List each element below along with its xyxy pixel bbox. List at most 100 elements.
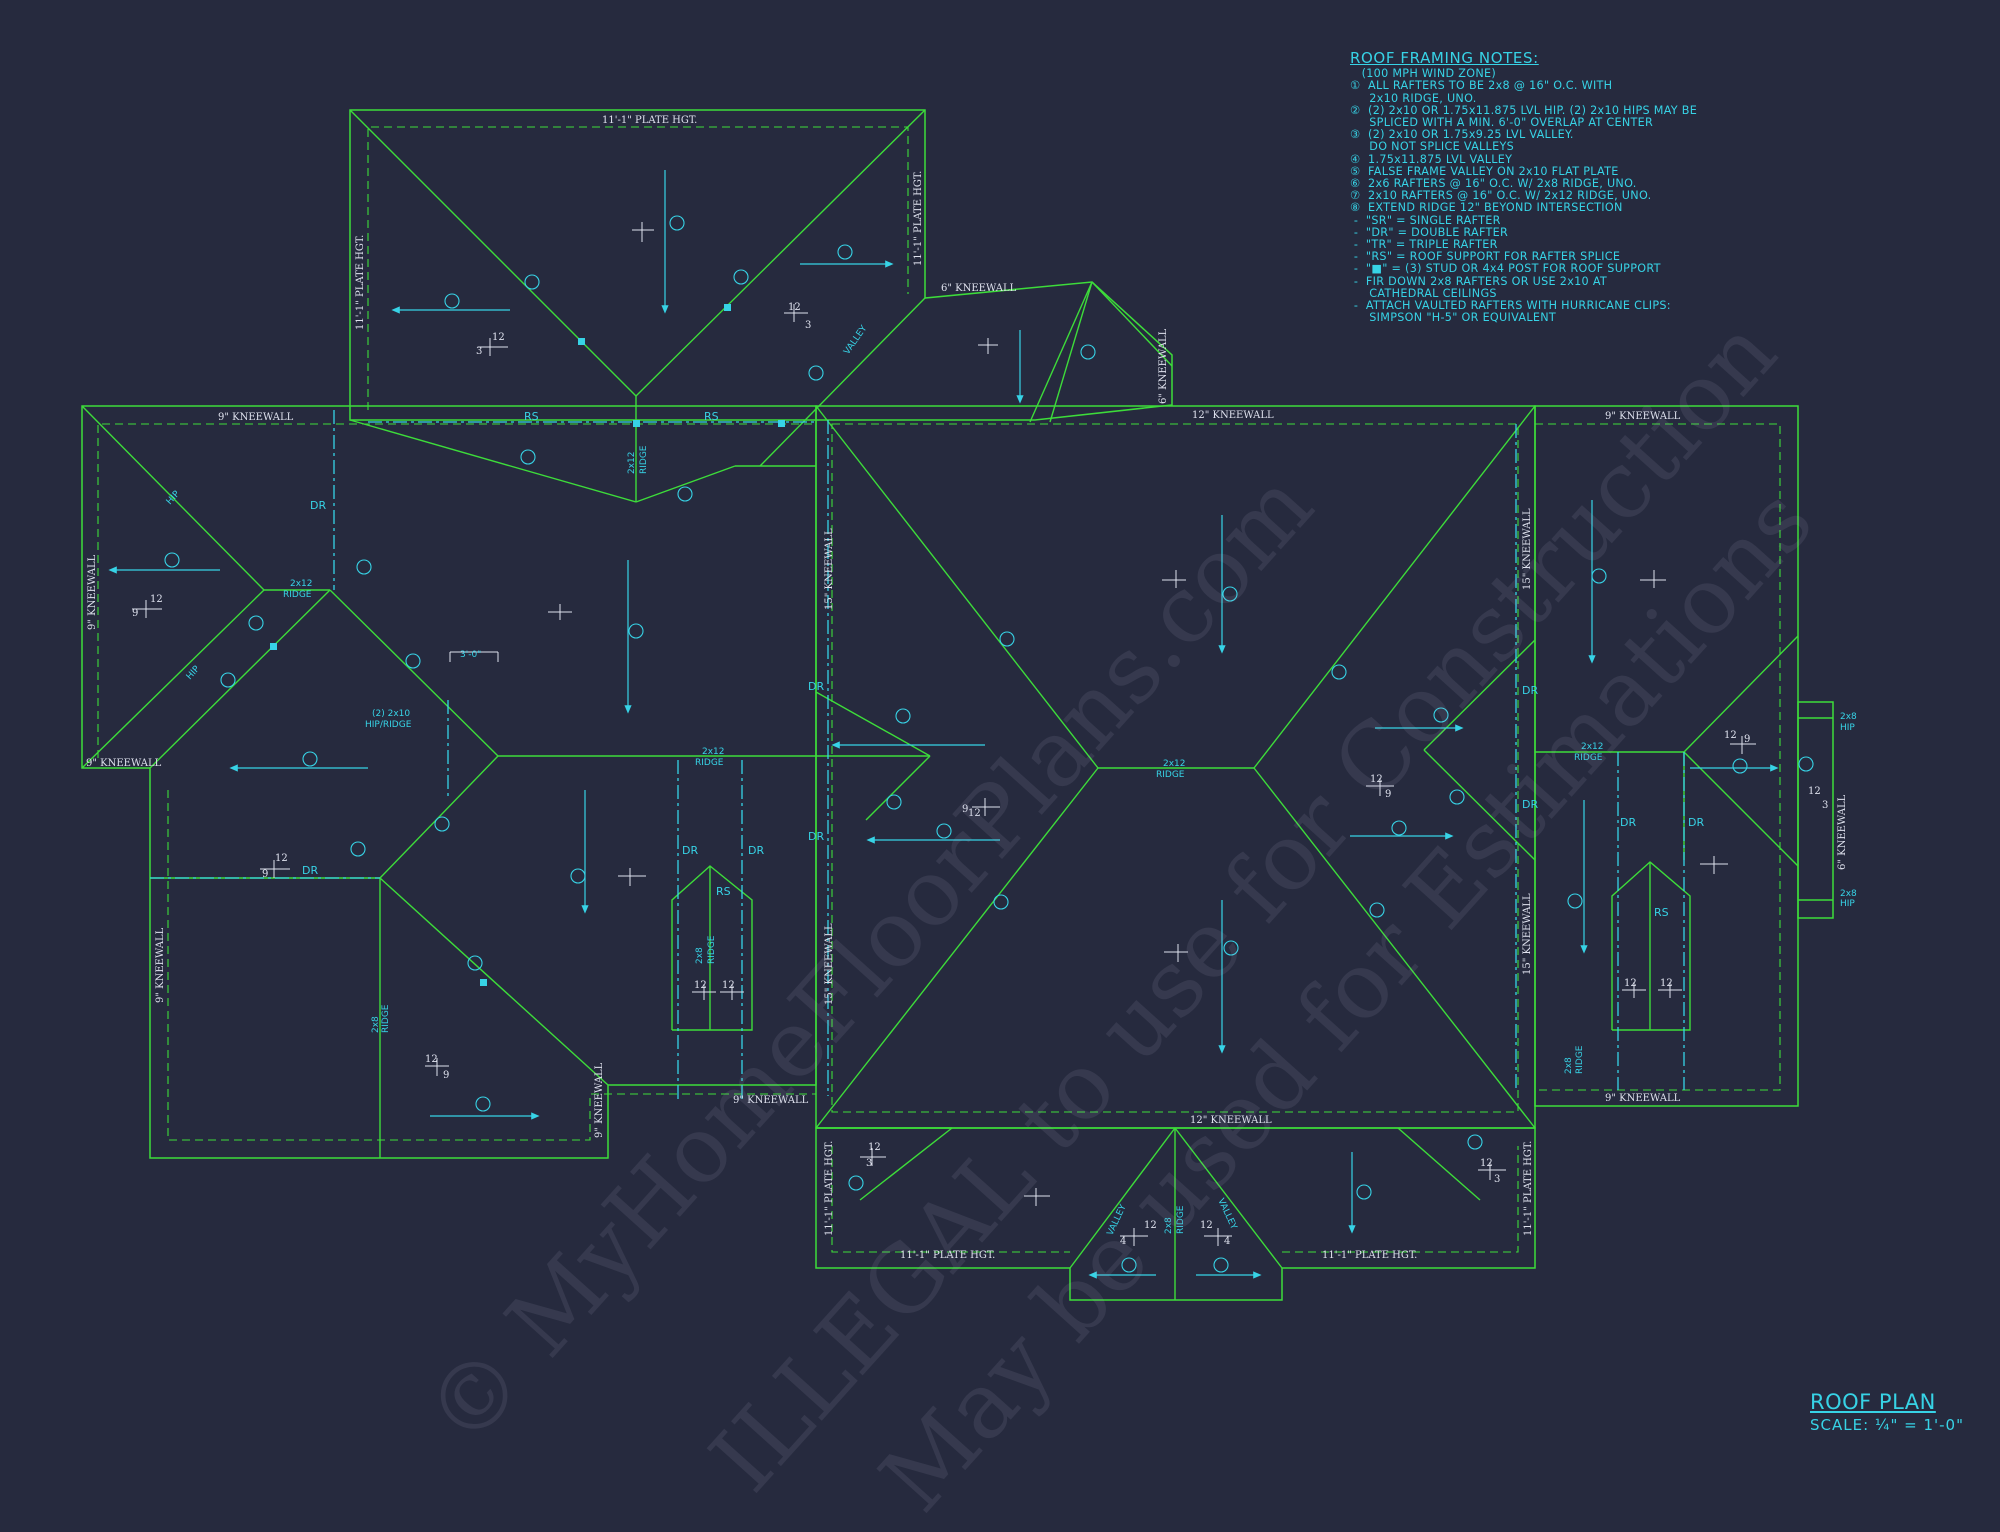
svg-text:12: 12	[1200, 1220, 1213, 1231]
kneewall-label-center-left: 15" KNEEWALL	[824, 528, 835, 610]
note-line: ⑤ FALSE FRAME VALLEY ON 2x10 FLAT PLATE	[1350, 164, 1619, 178]
kneewall-label-lower-left: 9" KNEEWALL	[155, 927, 166, 1003]
svg-text:2x12: 2x12	[702, 747, 725, 757]
svg-text:DR: DR	[748, 844, 764, 857]
left-lower-plate-line	[167, 790, 816, 1141]
roof-framing-lines	[81, 109, 1833, 1300]
svg-text:RIDGE: RIDGE	[1575, 1045, 1585, 1074]
note-line: - FIR DOWN 2x8 RAFTERS OR USE 2x10 AT	[1350, 274, 1608, 288]
svg-text:12: 12	[1724, 730, 1737, 741]
kneewall-label-center-left-low: 15" KNEEWALL	[824, 923, 835, 1005]
kneewall-label-left-top: 9" KNEEWALL	[218, 412, 294, 423]
note-line: (100 MPH WIND ZONE)	[1350, 67, 1497, 81]
svg-text:VALLEY: VALLEY	[1106, 1203, 1129, 1238]
svg-text:RIDGE: RIDGE	[707, 935, 717, 964]
svg-text:2x8: 2x8	[695, 947, 705, 964]
svg-text:12: 12	[1144, 1220, 1157, 1231]
kneewall-label-left-bottom: 9" KNEEWALL	[86, 758, 162, 769]
left-wing-outline	[81, 405, 817, 1159]
notes-title: ROOF FRAMING NOTES:	[1350, 49, 1539, 67]
svg-text:4: 4	[1120, 1236, 1126, 1247]
note-line: - "RS" = ROOF SUPPORT FOR RAFTER SPLICE	[1350, 250, 1621, 264]
svg-text:9: 9	[132, 608, 138, 619]
svg-text:9: 9	[1385, 789, 1391, 800]
kneewall-label-center-right: 15" KNEEWALL	[1522, 508, 1533, 590]
plate-label-porch-side-right: 11'-1" PLATE HGT.	[1523, 1141, 1534, 1236]
note-line: - ATTACH VAULTED RAFTERS WITH HURRICANE …	[1350, 299, 1671, 313]
svg-text:HIP: HIP	[1840, 899, 1855, 909]
note-callouts	[164, 215, 1814, 1273]
porch-plate-line	[831, 1146, 1070, 1253]
svg-text:2x12: 2x12	[1163, 759, 1186, 769]
left-plate-line	[97, 423, 816, 758]
svg-text:12: 12	[1660, 978, 1673, 989]
plate-label-top: 11'-1" PLATE HGT.	[602, 115, 697, 126]
svg-text:DR: DR	[1522, 798, 1538, 811]
svg-text:12: 12	[1370, 774, 1383, 785]
svg-text:9: 9	[262, 869, 268, 880]
note-line: ① ALL RAFTERS TO BE 2x8 @ 16" O.C. WITH	[1350, 79, 1613, 93]
right-bump-outline	[1797, 701, 1834, 919]
rafter-direction-arrows	[108, 170, 1779, 1279]
note-line: SPLICED WITH A MIN. 6'-0" OVERLAP AT CEN…	[1350, 116, 1654, 130]
svg-text:RIDGE: RIDGE	[1574, 753, 1603, 763]
note-line: DO NOT SPLICE VALLEYS	[1350, 140, 1514, 154]
kneewall-label-right-top: 9" KNEEWALL	[1605, 411, 1681, 422]
kneewall-label-bay-side: 6" KNEEWALL	[1158, 328, 1169, 404]
svg-text:VALLEY: VALLEY	[842, 324, 869, 357]
bottom-porch-outline	[815, 1127, 1536, 1301]
svg-text:RIDGE: RIDGE	[381, 1004, 391, 1033]
kneewall-label-center-right-low: 15" KNEEWALL	[1522, 893, 1533, 975]
svg-text:12: 12	[425, 1054, 438, 1065]
plate-label-right: 11'-1" PLATE HGT.	[913, 171, 924, 266]
plate-label-porch-left: 11'-1" PLATE HGT.	[900, 1250, 995, 1261]
svg-text:3: 3	[1822, 800, 1828, 811]
svg-text:3: 3	[866, 1158, 872, 1169]
svg-text:12: 12	[492, 332, 505, 343]
kneewall-label-right-bottom: 9" KNEEWALL	[1605, 1093, 1681, 1104]
svg-text:DR: DR	[1620, 816, 1636, 829]
note-line: ⑦ 2x10 RAFTERS @ 16" O.C. W/ 2x12 RIDGE,…	[1350, 189, 1652, 203]
svg-text:9: 9	[443, 1070, 449, 1081]
svg-text:2x12: 2x12	[1581, 742, 1604, 752]
upper-left-plate-line	[367, 126, 909, 410]
svg-text:2x12: 2x12	[290, 579, 313, 589]
kneewall-label-left-side: 9" KNEEWALL	[87, 554, 98, 630]
note-line: ⑧ EXTEND RIDGE 12" BEYOND INTERSECTION	[1350, 201, 1623, 215]
svg-text:HIP: HIP	[1840, 723, 1855, 733]
kneewall-label-center-bottom: 12" KNEEWALL	[1190, 1115, 1272, 1126]
framing-labels: RS RS RS RS DR DR DR DR DR DR DR DR DR D…	[165, 324, 1857, 1238]
svg-text:DR: DR	[808, 830, 824, 843]
rafter-support-lines	[150, 410, 1685, 1100]
svg-text:12: 12	[694, 980, 707, 991]
svg-text:12: 12	[788, 302, 801, 313]
svg-text:DR: DR	[1522, 684, 1538, 697]
svg-text:4: 4	[1224, 1236, 1230, 1247]
svg-text:HIP/RIDGE: HIP/RIDGE	[365, 720, 412, 730]
svg-text:3'-0": 3'-0"	[460, 650, 481, 660]
svg-text:2x8: 2x8	[1840, 889, 1857, 899]
svg-text:12: 12	[722, 980, 735, 991]
center-plate-line	[831, 423, 1519, 1113]
svg-text:HIP: HIP	[185, 664, 203, 682]
svg-text:DR: DR	[302, 864, 318, 877]
svg-text:3: 3	[1494, 1174, 1500, 1185]
porch-plate-line-right	[1282, 1146, 1519, 1253]
notes-list: (100 MPH WIND ZONE)① ALL RAFTERS TO BE 2…	[1350, 67, 1990, 325]
note-line: SIMPSON "H-5" OR EQUIVALENT	[1350, 311, 1557, 325]
svg-text:12: 12	[275, 853, 288, 864]
note-line: - "■" = (3) STUD OR 4x4 POST FOR ROOF SU…	[1350, 262, 1661, 276]
note-line: ③ (2) 2x10 OR 1.75x9.25 LVL VALLEY.	[1350, 128, 1574, 142]
svg-text:12: 12	[968, 808, 981, 819]
svg-text:RS: RS	[704, 410, 719, 423]
svg-text:DR: DR	[1688, 816, 1704, 829]
svg-text:RIDGE: RIDGE	[1156, 770, 1185, 780]
svg-text:9: 9	[1744, 734, 1750, 745]
plate-label-left: 11'-1" PLATE HGT.	[355, 235, 366, 330]
pitch-symbols	[132, 222, 1756, 1246]
drawing-title: ROOF PLAN	[1810, 1390, 1936, 1414]
title-block: ROOF PLAN SCALE: ¼" = 1'-0"	[1810, 1390, 1964, 1434]
drawing-scale: SCALE: ¼" = 1'-0"	[1810, 1416, 1964, 1434]
svg-text:3: 3	[805, 320, 811, 331]
